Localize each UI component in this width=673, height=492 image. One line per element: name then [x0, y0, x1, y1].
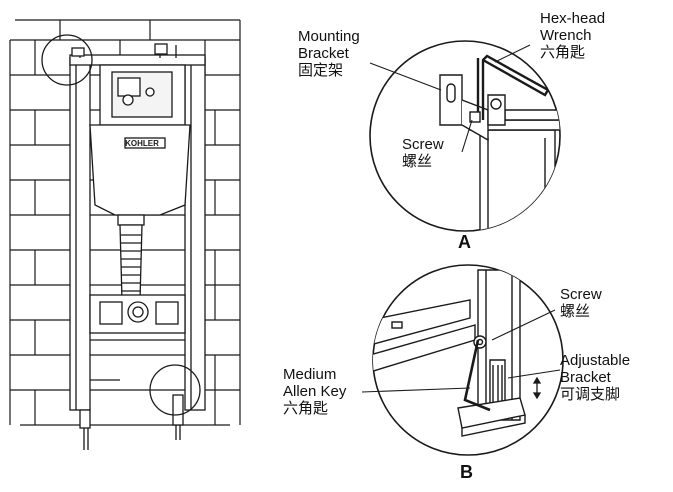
leader-lines	[361, 44, 561, 393]
label-adjustable-bracket: Adjustable Bracket 可调支脚	[560, 352, 630, 403]
mounting-bracket-en-2: Bracket	[298, 45, 349, 62]
mounting-bracket-en-1: Mounting	[298, 28, 360, 45]
wall-frame	[69, 43, 206, 450]
mounting-bracket-zh: 固定架	[298, 62, 344, 79]
label-allen-key: Medium Allen Key 六角匙	[283, 366, 346, 417]
screw-b-zh: 螺丝	[560, 303, 591, 320]
highlight-circle-b	[149, 364, 201, 416]
frame-brand-logo: KOHLER	[125, 139, 159, 148]
hex-wrench-en-2: Wrench	[540, 27, 592, 44]
highlight-circle-a	[41, 34, 93, 86]
screw-a-zh: 螺丝	[402, 153, 433, 170]
label-hex-wrench: Hex-head Wrench 六角匙	[540, 10, 605, 61]
adjust-arrow-icon	[532, 376, 542, 400]
label-mounting-bracket: Mounting Bracket 固定架	[298, 28, 360, 79]
adjustable-bracket-zh: 可调支脚	[560, 386, 621, 403]
label-screw-a: Screw 螺丝	[402, 136, 444, 170]
callout-b-detail	[373, 269, 526, 437]
allen-key-zh: 六角匙	[283, 400, 329, 417]
hex-wrench-zh: 六角匙	[540, 44, 586, 61]
hex-wrench-en-1: Hex-head	[540, 10, 606, 27]
screw-b-en: Screw	[560, 286, 602, 303]
caption-a: A	[458, 232, 471, 252]
label-screw-b: Screw 螺丝	[560, 286, 602, 320]
screw-a-en: Screw	[402, 136, 444, 153]
allen-key-en-2: Allen Key	[283, 383, 347, 400]
adjustable-bracket-en-2: Bracket	[560, 369, 611, 386]
caption-b: B	[460, 462, 473, 482]
adjustable-bracket-en-1: Adjustable	[560, 352, 631, 369]
allen-key-en-1: Medium	[283, 366, 337, 383]
